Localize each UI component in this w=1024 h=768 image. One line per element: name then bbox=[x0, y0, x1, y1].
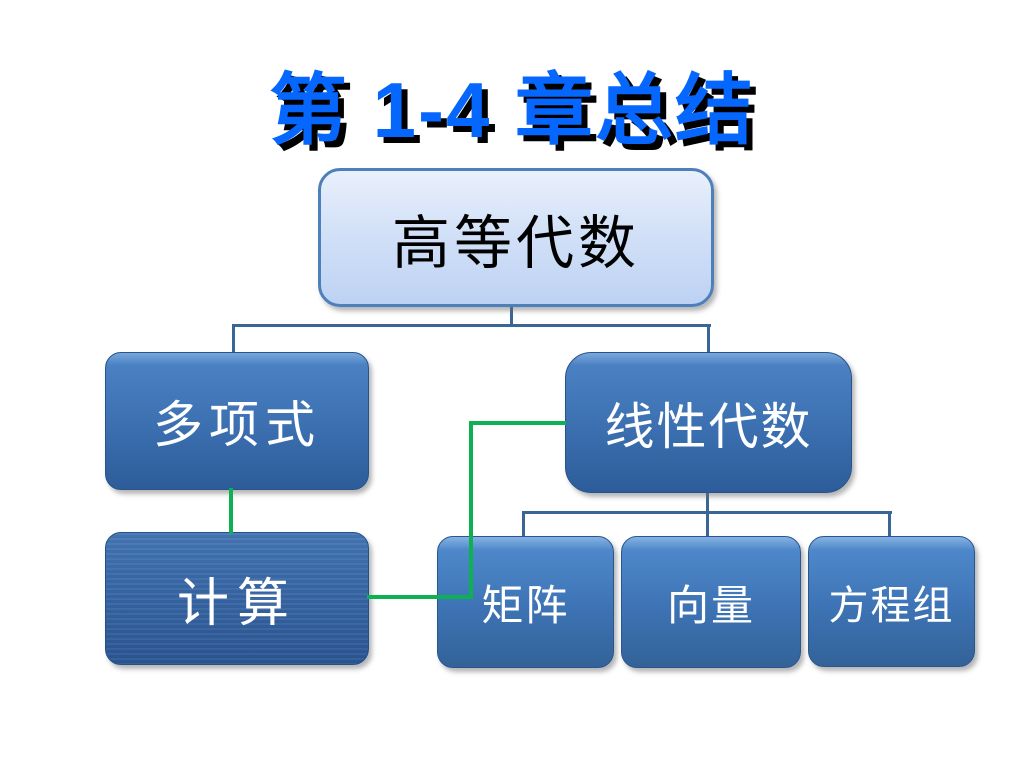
connector-green-jisuan-horizontal bbox=[367, 595, 473, 599]
node-juzhen: 矩阵 bbox=[437, 536, 614, 668]
connector-drop-xiangliang bbox=[706, 511, 709, 538]
connector-root-horizontal bbox=[232, 324, 711, 327]
node-jisuan-label: 计算 bbox=[176, 576, 297, 633]
connector-drop-duoxiangshi bbox=[232, 324, 235, 354]
connector-root-vertical bbox=[510, 300, 513, 327]
node-gaodengdaishu-label: 高等代数 bbox=[391, 210, 640, 276]
connector-drop-xianxingdaishu bbox=[707, 324, 710, 354]
connector-green-vertical bbox=[469, 421, 473, 599]
node-xiangliang: 向量 bbox=[621, 536, 801, 668]
node-gaodengdaishu: 高等代数 bbox=[318, 168, 714, 307]
node-fangchengzu: 方程组 bbox=[808, 536, 975, 667]
slide-title: 第 1-4 章总结 bbox=[268, 66, 756, 154]
connector-drop-juzhen bbox=[522, 511, 525, 538]
node-jisuan: 计算 bbox=[105, 532, 369, 665]
node-xiangliang-label: 向量 bbox=[666, 583, 755, 630]
node-fangchengzu-label: 方程组 bbox=[828, 582, 955, 628]
connector-xianxingdaishu-vertical bbox=[706, 490, 709, 513]
node-juzhen-label: 矩阵 bbox=[481, 583, 570, 630]
connector-drop-fangchengzu bbox=[888, 511, 891, 538]
node-duoxiangshi-label: 多项式 bbox=[153, 397, 321, 453]
connector-green-xianxingdaishu-horizontal bbox=[469, 421, 566, 425]
node-xianxingdaishu-label: 线性代数 bbox=[604, 398, 813, 455]
connector-green-duoxiangshi-jisuan bbox=[229, 488, 233, 534]
node-duoxiangshi: 多项式 bbox=[105, 352, 369, 490]
node-xianxingdaishu: 线性代数 bbox=[565, 352, 852, 493]
